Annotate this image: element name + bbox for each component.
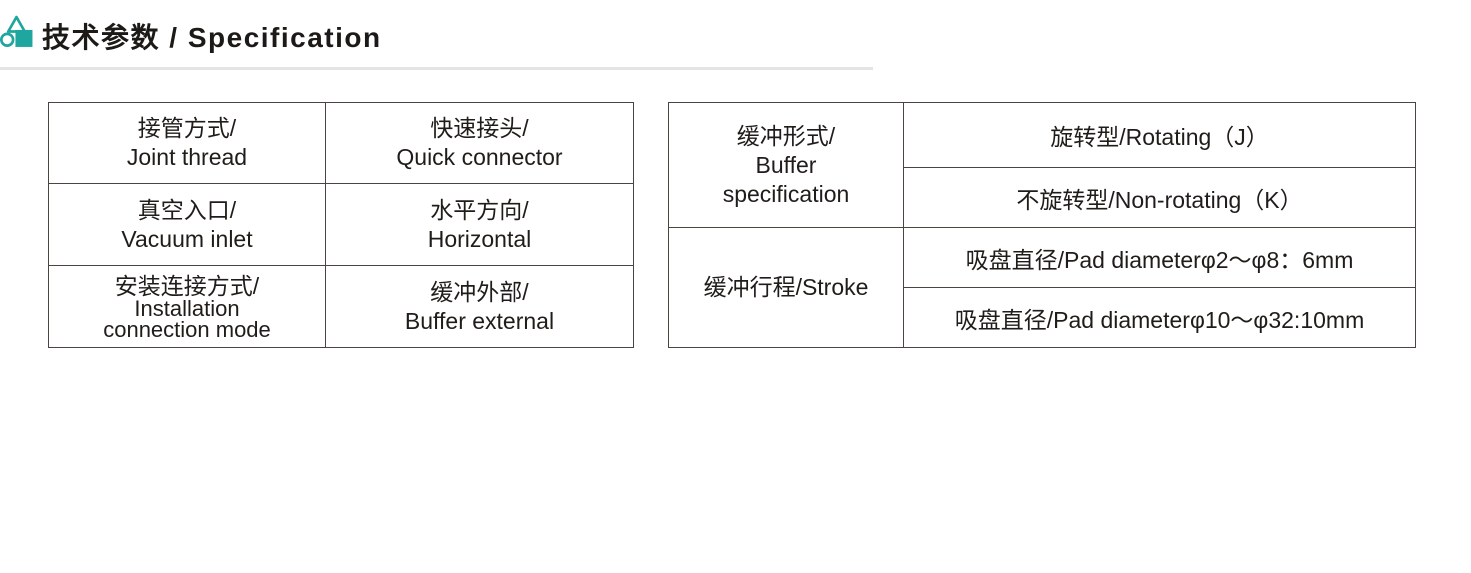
table-row: 接管方式/ Joint thread 快速接头/ Quick connector bbox=[48, 102, 634, 184]
cell-rotating-j: 旋转型/Rotating（J） bbox=[903, 102, 1416, 168]
table-row: 真空入口/ Vacuum inlet 水平方向/ Horizontal bbox=[48, 183, 634, 266]
cell-value: 吸盘直径/Pad diameterφ10～φ32:10mm bbox=[954, 306, 1365, 333]
table-row: 吸盘直径/Pad diameterφ10～φ32:10mm bbox=[669, 287, 1416, 348]
cell-buffer-specification: 缓冲形式/ Buffer specification bbox=[668, 102, 904, 228]
table-row: 安装连接方式/ Installation connection mode 缓冲外… bbox=[48, 265, 634, 348]
cell-installation-mode: 安装连接方式/ Installation connection mode bbox=[48, 265, 326, 348]
cell-text-en: Quick connector bbox=[396, 144, 563, 170]
cell-joint-thread: 接管方式/ Joint thread bbox=[48, 102, 326, 184]
spec-table-left: 接管方式/ Joint thread 快速接头/ Quick connector… bbox=[48, 102, 634, 348]
geometric-shapes-icon bbox=[0, 15, 34, 49]
cell-text-zh: 快速接头/ bbox=[430, 115, 529, 141]
cell-pad-diameter-large: 吸盘直径/Pad diameterφ10～φ32:10mm bbox=[903, 287, 1416, 348]
cell-text-zh: 真空入口/ bbox=[137, 196, 237, 223]
table-row: 缓冲形式/ Buffer specification 旋转型/Rotating（… bbox=[668, 102, 1416, 228]
cell-value: 旋转型/Rotating（J） bbox=[1050, 124, 1269, 150]
cell-non-rotating-k: 不旋转型/Non-rotating（K） bbox=[903, 167, 1416, 228]
cell-value: 吸盘直径/Pad diameterφ2～φ8：6mm bbox=[965, 246, 1354, 273]
cell-text-zh: 安装连接方式/ bbox=[114, 272, 260, 299]
cell-text-zh: 水平方向/ bbox=[430, 196, 529, 223]
cell-text-en: Buffer external bbox=[404, 307, 555, 334]
cell-vacuum-inlet: 真空入口/ Vacuum inlet bbox=[48, 183, 326, 266]
cell-text-zh: 缓冲行程/Stroke bbox=[703, 274, 869, 300]
cell-text-en: specification bbox=[722, 180, 850, 207]
cell-value: 不旋转型/Non-rotating（K） bbox=[1016, 186, 1303, 213]
cell-text-en: Joint thread bbox=[126, 144, 248, 170]
cell-text-en: Installation connection mode bbox=[103, 295, 271, 342]
cell-text-en: Horizontal bbox=[427, 225, 532, 252]
cell-buffer-stroke: 缓冲行程/Stroke bbox=[668, 227, 904, 348]
cell-quick-connector: 快速接头/ Quick connector bbox=[325, 102, 634, 184]
cell-text-zh: 缓冲形式/ bbox=[736, 122, 836, 149]
cell-text-en: Vacuum inlet bbox=[121, 225, 253, 252]
cell-buffer-external: 缓冲外部/ Buffer external bbox=[325, 265, 634, 348]
cell-text-zh: 缓冲外部/ bbox=[430, 278, 529, 305]
page-title: 技术参数 / Specification bbox=[42, 22, 382, 53]
cell-text-en: Buffer bbox=[755, 151, 817, 178]
cell-pad-diameter-small: 吸盘直径/Pad diameterφ2～φ8：6mm bbox=[903, 227, 1416, 288]
cell-text-zh: 接管方式/ bbox=[137, 115, 237, 141]
cell-horizontal: 水平方向/ Horizontal bbox=[325, 183, 634, 266]
spec-table-right: 缓冲形式/ Buffer specification 旋转型/Rotating（… bbox=[668, 102, 1416, 348]
table-row: 缓冲行程/Stroke 吸盘直径/Pad diameterφ2～φ8：6mm bbox=[668, 227, 1416, 348]
table-row: 不旋转型/Non-rotating（K） bbox=[669, 167, 1416, 228]
title-divider bbox=[0, 67, 873, 70]
